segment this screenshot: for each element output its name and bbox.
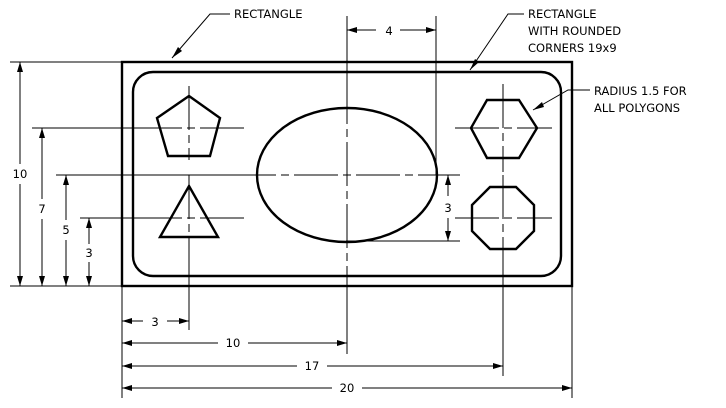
dimension-bottom-20: 20 bbox=[122, 381, 572, 395]
dimension-right-3: 3 bbox=[346, 175, 460, 242]
bottom-extension-lines bbox=[121, 250, 573, 398]
dimension-left-7: 7 bbox=[32, 127, 138, 286]
pentagon bbox=[155, 94, 222, 158]
dimension-value: 5 bbox=[62, 223, 69, 237]
dimension-value: 3 bbox=[85, 246, 92, 260]
dimension-bottom-10: 10 bbox=[122, 336, 347, 350]
dimension-left-3: 3 bbox=[80, 217, 138, 286]
radius-label-2: ALL POLYGONS bbox=[594, 101, 680, 115]
dimension-value: 10 bbox=[226, 336, 241, 350]
dimension-bottom-3: 3 bbox=[122, 315, 189, 329]
dimension-value: 17 bbox=[305, 359, 320, 373]
dimension-value: 3 bbox=[151, 315, 158, 329]
octagon bbox=[470, 185, 536, 251]
dimension-value: 4 bbox=[385, 24, 392, 38]
hexagon bbox=[469, 98, 539, 160]
ellipse bbox=[255, 106, 439, 244]
dimension-top-4: 4 bbox=[346, 16, 437, 175]
rounded-rect-label-3: CORNERS 19x9 bbox=[528, 41, 617, 55]
dimension-bottom-17: 17 bbox=[122, 359, 503, 373]
dimension-value: 10 bbox=[13, 167, 28, 181]
label-radius: RADIUS 1.5 FOR ALL POLYGONS bbox=[532, 84, 687, 115]
rectangle-label: RECTANGLE bbox=[234, 7, 302, 21]
dimension-value: 7 bbox=[38, 202, 45, 216]
rounded-rect-label-1: RECTANGLE bbox=[528, 7, 596, 21]
dimension-left-10: 10 bbox=[10, 61, 122, 287]
rounded-rect-label-2: WITH ROUNDED bbox=[528, 24, 621, 38]
dimension-value: 20 bbox=[340, 381, 355, 395]
label-rectangle: RECTANGLE bbox=[171, 7, 302, 59]
triangle bbox=[157, 183, 221, 239]
dimension-left-5: 5 bbox=[56, 174, 232, 286]
dimension-value: 3 bbox=[444, 201, 451, 215]
radius-label-1: RADIUS 1.5 FOR bbox=[594, 84, 687, 98]
label-rounded-rectangle: RECTANGLE WITH ROUNDED CORNERS 19x9 bbox=[469, 7, 621, 71]
